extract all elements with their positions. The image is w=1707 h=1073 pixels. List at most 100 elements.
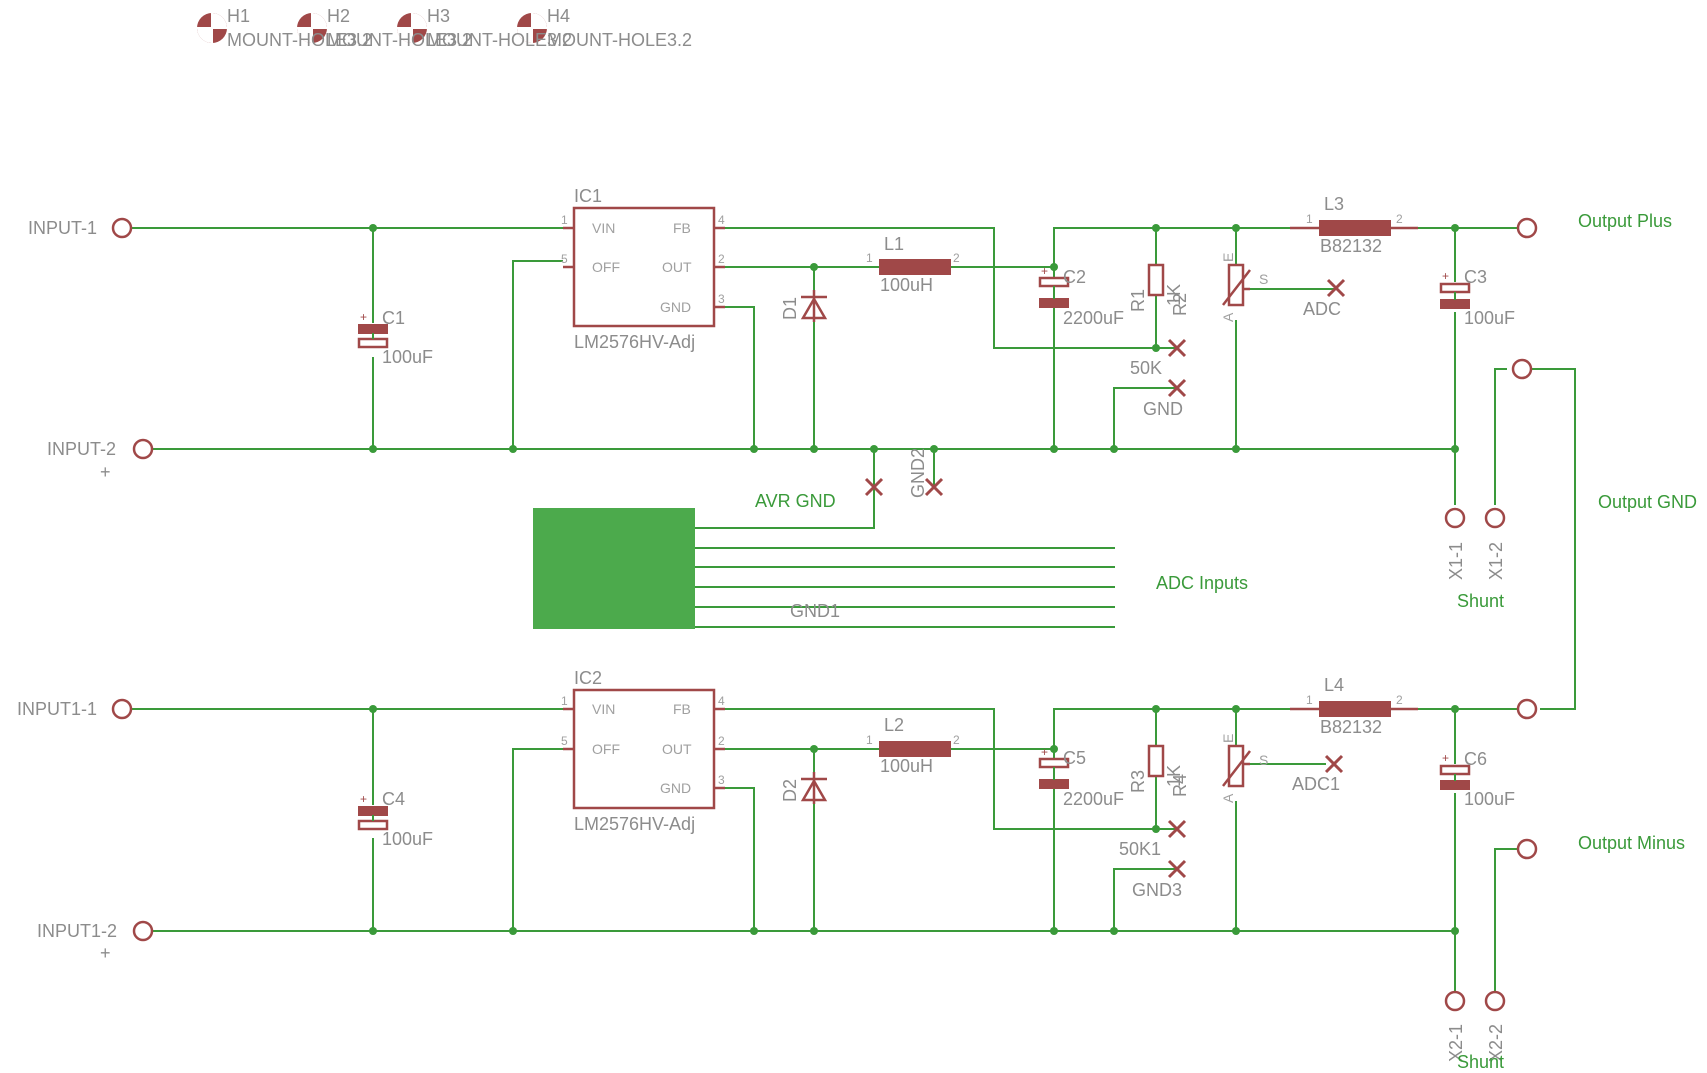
net-label-adc1: ADC1 (1292, 774, 1340, 794)
c4-name: C4 (382, 789, 405, 809)
ic2-pinnum-2: 2 (718, 734, 725, 748)
output-plus-label: Output Plus (1578, 211, 1672, 231)
r2-pin-s: S (1259, 271, 1268, 287)
ic1-name: IC1 (574, 186, 602, 206)
svg-text:+: + (360, 310, 367, 324)
l3-name: L3 (1324, 194, 1344, 214)
inductor-l3: L3 B82132 1 2 (1290, 194, 1418, 256)
connector-input1-2[interactable]: INPUT1-2 + (37, 920, 154, 963)
ic1-pinnum-3: 3 (718, 292, 725, 306)
c4-value: 100uF (382, 829, 433, 849)
capacitor-c4: + C4 100uF (357, 789, 433, 849)
svg-text:+: + (1442, 751, 1449, 765)
h2-value: MOUNT-HOLE3.2 (327, 30, 472, 50)
connector-output-gnd-top[interactable] (1511, 358, 1533, 380)
ic2-pinnum-4: 4 (718, 694, 725, 708)
l1-value: 100uH (880, 275, 933, 295)
capacitor-c2: + C2 2200uF (1038, 264, 1124, 328)
connector-output-gnd-bottom[interactable] (1516, 698, 1538, 720)
net-label-50k1: 50K1 (1119, 839, 1161, 859)
ic2-pinnum-3: 3 (718, 773, 725, 787)
r2-pin-a: A (1220, 312, 1236, 322)
l3-pin1: 1 (1306, 212, 1313, 226)
capacitor-c1: + C1 100uF (357, 308, 433, 367)
resistor-r3: R3 1K (1128, 744, 1184, 793)
c1-name: C1 (382, 308, 405, 328)
connector-output-minus[interactable]: Output Minus (1516, 833, 1685, 860)
x2-2-label: X2-2 (1486, 1024, 1506, 1062)
connector-input-1[interactable]: INPUT-1 (28, 217, 133, 239)
ic2-pin-fb: FB (673, 701, 691, 717)
l2-pin2: 2 (953, 733, 960, 747)
net-label-gnd2: GND2 (908, 448, 928, 498)
input1-2-plus: + (100, 943, 111, 963)
regulator-bottom-junctions (369, 705, 1459, 935)
mount-hole-h3 (397, 13, 427, 43)
capacitor-c5: + C5 2200uF (1038, 745, 1124, 809)
ic1-pinnum-4: 4 (718, 213, 725, 227)
shunt-x1[interactable]: X1-1 X1-2 Shunt (1444, 507, 1506, 611)
net-label-gnd1: GND1 (790, 601, 840, 621)
c1-value: 100uF (382, 347, 433, 367)
regulator-bottom-wires (130, 708, 1518, 993)
ic1-pin-gnd: GND (660, 299, 691, 315)
r1-name: R1 (1128, 289, 1148, 312)
ic2-value: LM2576HV-Adj (574, 814, 695, 834)
connector-output-plus[interactable]: Output Plus (1516, 211, 1672, 239)
shunt-2-label: Shunt (1457, 1052, 1504, 1072)
connector-input1-1[interactable]: INPUT1-1 (17, 698, 133, 720)
l4-value: B82132 (1320, 717, 1382, 737)
l4-pin2: 2 (1396, 693, 1403, 707)
r2-pin-e: E (1220, 253, 1236, 262)
ic1-pinnum-2: 2 (718, 252, 725, 266)
h3-label: H3 (427, 6, 450, 26)
ic1-pin-out: OUT (662, 259, 692, 275)
c2-name: C2 (1063, 267, 1086, 287)
shunt-x2[interactable]: X2-1 X2-2 Shunt (1444, 990, 1506, 1072)
ic1-pin-vin: VIN (592, 220, 615, 236)
mount-hole-h4 (517, 13, 547, 43)
output-gnd-label: Output GND (1598, 492, 1697, 512)
ic1-pinnum-5: 5 (561, 252, 568, 266)
r3-value: 1K (1164, 765, 1184, 787)
input-1-label: INPUT-1 (28, 218, 97, 238)
ic2-pin-gnd: GND (660, 780, 691, 796)
connector-input-2[interactable]: INPUT-2 + (47, 438, 154, 482)
ic2: IC2 LM2576HV-Adj VIN OFF FB OUT GND 1 5 … (561, 668, 725, 834)
ic1-value: LM2576HV-Adj (574, 332, 695, 352)
ic1-pin-fb: FB (673, 220, 691, 236)
mount-hole-h2 (297, 13, 327, 43)
l4-pin1: 1 (1306, 693, 1313, 707)
r4-pin-s: S (1259, 752, 1268, 768)
svg-text:+: + (1442, 269, 1449, 283)
l1-pin2: 2 (953, 251, 960, 265)
input1-1-label: INPUT1-1 (17, 699, 97, 719)
net-label-adc: ADC (1303, 299, 1341, 319)
inductor-l4: L4 B82132 1 2 (1290, 675, 1418, 737)
nc-marks-top (864, 278, 1346, 497)
x2-1-label: X2-1 (1446, 1024, 1466, 1062)
x1-1-label: X1-1 (1446, 542, 1466, 580)
ic1: IC1 LM2576HV-Adj VIN OFF FB OUT GND 1 5 … (561, 186, 725, 352)
c5-value: 2200uF (1063, 789, 1124, 809)
resistor-r1: R1 1K (1128, 263, 1184, 312)
r2-name: R2 (1170, 293, 1190, 316)
diode-d1: D1 (780, 290, 828, 322)
x1-2-label: X1-2 (1486, 542, 1506, 580)
regulator-top-junctions (369, 224, 1459, 453)
inductor-l2: L2 100uH 1 2 (866, 715, 960, 776)
h4-label: H4 (547, 6, 570, 26)
potentiometer-r4: R4 E A S (1170, 734, 1268, 803)
regulator-top-wires (130, 227, 1576, 710)
d2-name: D2 (780, 779, 800, 802)
l2-name: L2 (884, 715, 904, 735)
r3-name: R3 (1128, 770, 1148, 793)
net-label-avr-gnd: AVR GND (755, 491, 836, 511)
ic2-pinnum-1: 1 (561, 694, 568, 708)
r4-name: R4 (1170, 774, 1190, 797)
inductor-l1: L1 100uH 1 2 (866, 234, 960, 295)
c2-value: 2200uF (1063, 308, 1124, 328)
mount-holes: H1 H2 H3 H4 MOUNT-HOLE3.2 MOUNT-HOLE3.2 … (197, 6, 692, 50)
ic1-pinnum-1: 1 (561, 213, 568, 227)
net-label-gnd3: GND3 (1132, 880, 1182, 900)
